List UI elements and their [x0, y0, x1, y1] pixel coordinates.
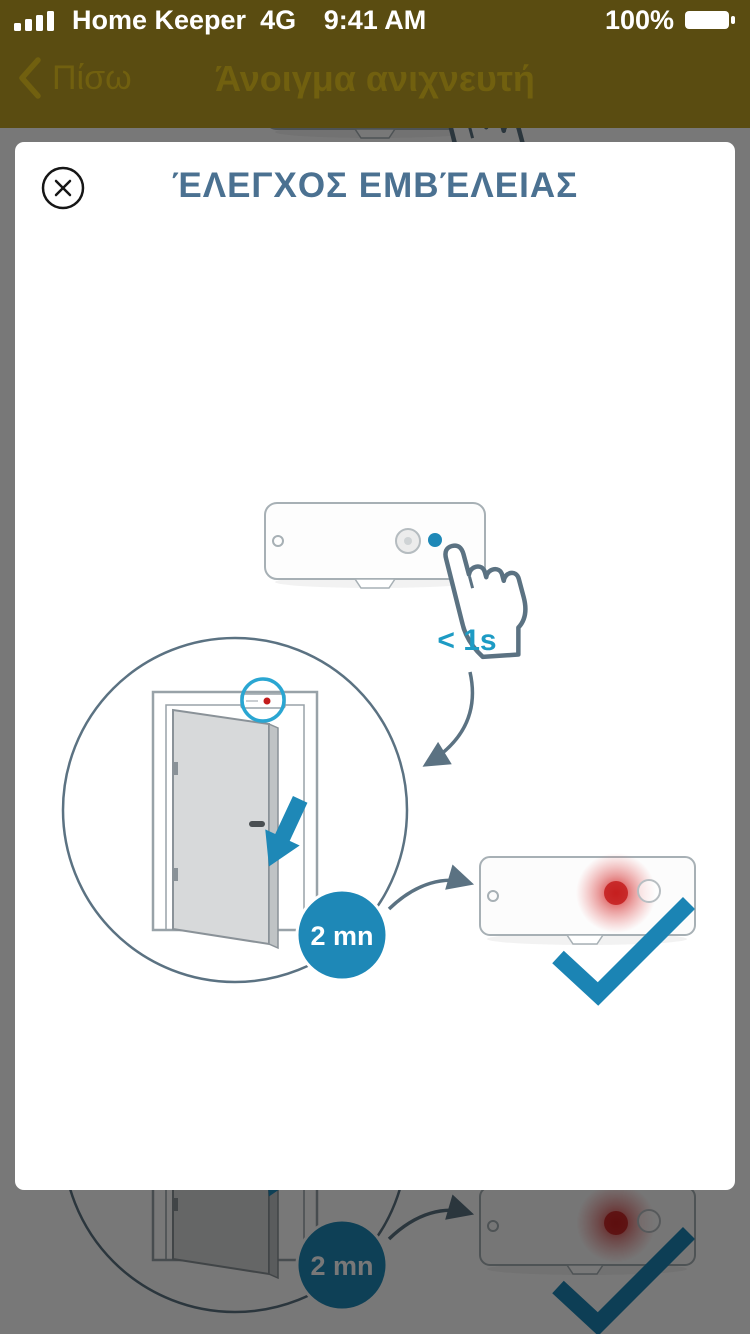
clock-label: 9:41 AM: [323, 4, 427, 35]
status-bar: Home Keeper 4G 9:41 AM 100%: [0, 0, 750, 40]
network-label: 4G: [260, 4, 297, 35]
battery-icon: [685, 11, 735, 29]
back-button[interactable]: Πίσω: [14, 54, 132, 102]
signal-bars-icon: [14, 11, 54, 31]
close-button[interactable]: [40, 165, 86, 211]
header-background: [0, 0, 750, 128]
modal-title: ΈΛΕΓΧΟΣ ΕΜΒΈΛΕΙΑΣ: [171, 166, 579, 205]
back-label: Πίσω: [52, 58, 132, 97]
carrier-label: Home Keeper: [72, 4, 247, 35]
back-chevron-icon: [19, 57, 41, 99]
nav-title: Άνοιγμα ανιχνευτή: [215, 58, 535, 99]
nav-bar: Πίσω Άνοιγμα ανιχνευτή: [0, 40, 750, 128]
battery-percent-label: 100%: [604, 4, 674, 35]
close-icon: [41, 166, 85, 210]
tutorial-illustration: [15, 480, 735, 1040]
range-check-modal: ΈΛΕΓΧΟΣ ΕΜΒΈΛΕΙΑΣ: [15, 142, 735, 1190]
